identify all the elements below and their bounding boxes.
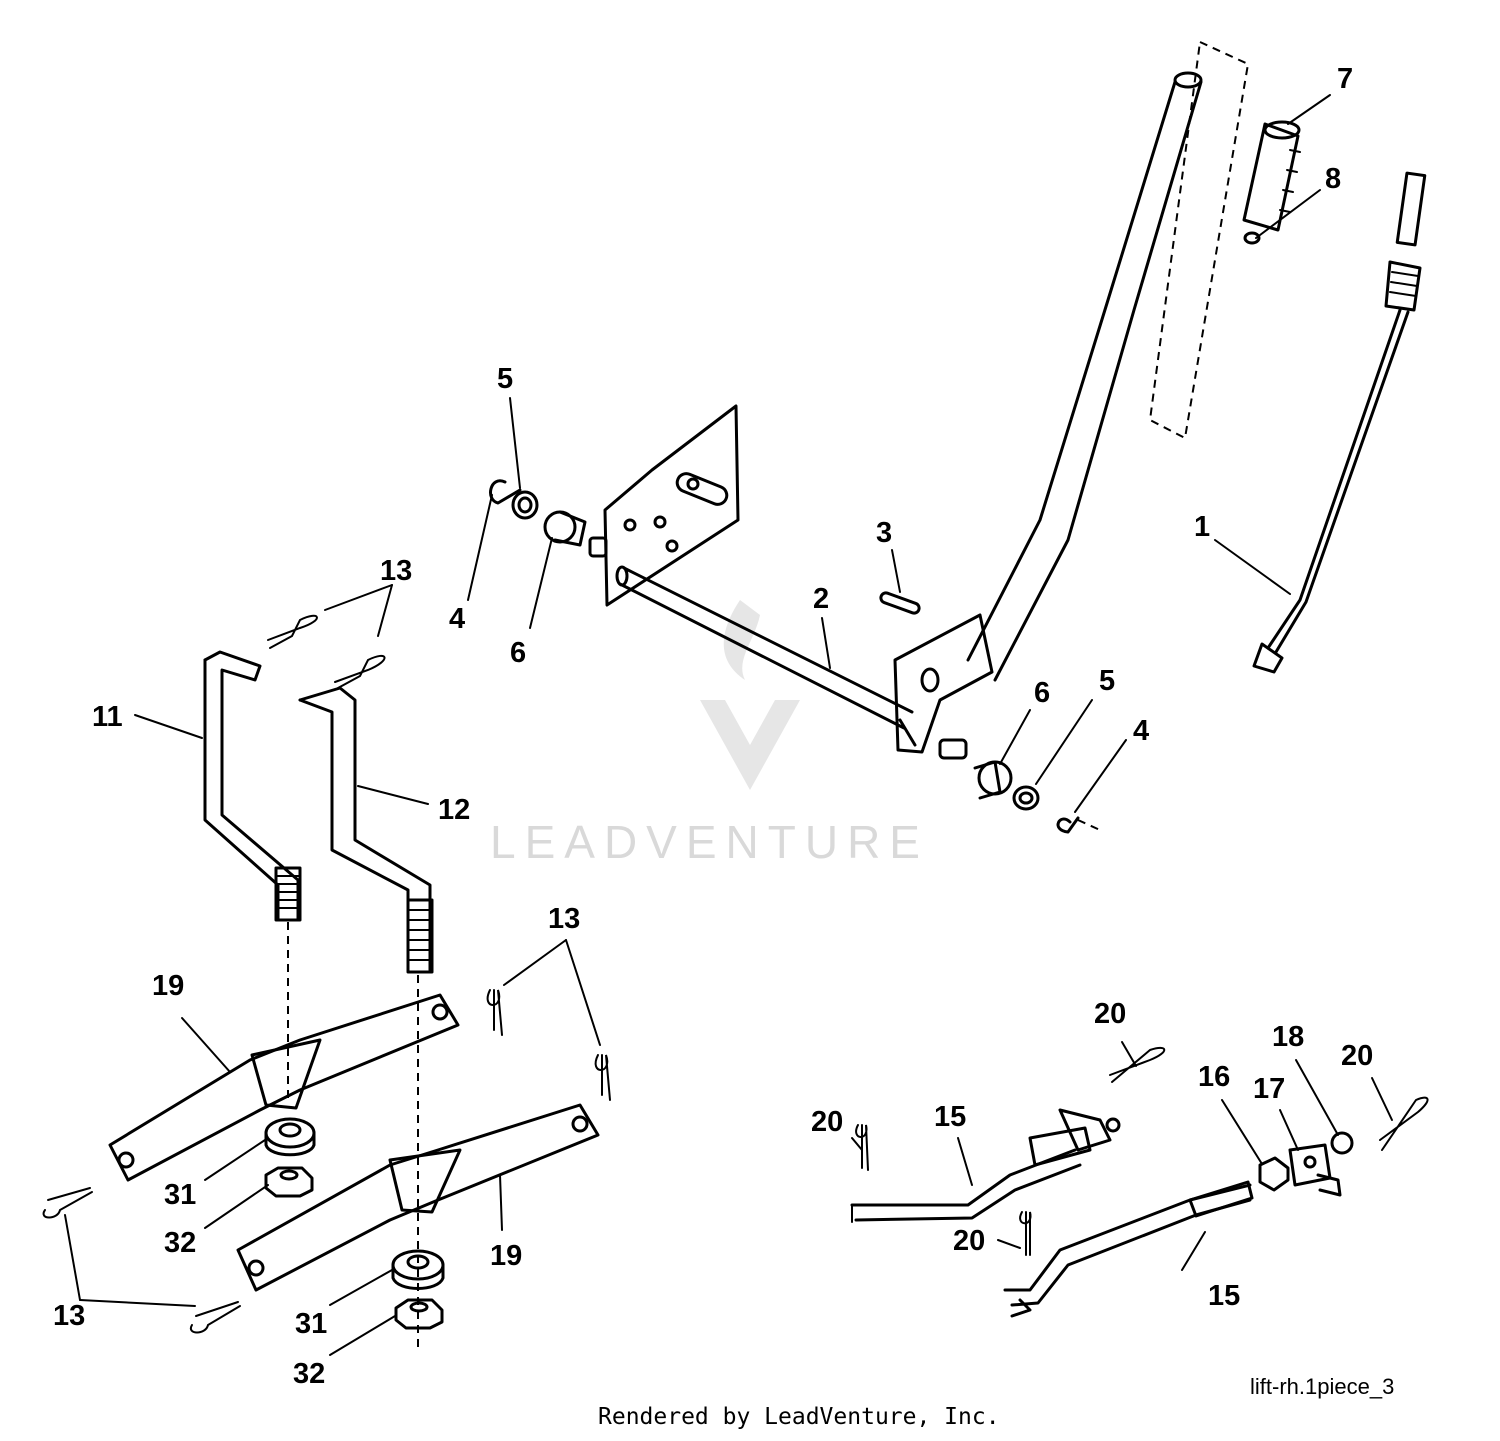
callout-3: 3 [876, 517, 892, 549]
callout-12: 12 [438, 794, 470, 826]
watermark-text: LEADVENTURE [490, 816, 929, 868]
callout-13-bottom: 13 [53, 1300, 85, 1332]
callout-labels: 1 2 3 4 4 5 5 6 6 7 8 11 12 13 13 13 15 … [53, 63, 1373, 1390]
lift-handle [966, 71, 1203, 682]
callout-7: 7 [1337, 63, 1353, 95]
callout-8: 8 [1325, 163, 1341, 195]
callout-32-upper: 32 [164, 1227, 196, 1259]
callout-31-lower: 31 [295, 1308, 327, 1340]
hairpin-clips [42, 614, 611, 1334]
rendered-by-credit: Rendered by LeadVenture, Inc. [598, 1404, 1000, 1430]
callout-20-top: 20 [1094, 998, 1126, 1030]
callout-6-left: 6 [510, 637, 526, 669]
callout-19-lower: 19 [490, 1240, 522, 1272]
callout-13-middle: 13 [548, 903, 580, 935]
left-shaft-hardware [489, 479, 587, 547]
callout-4-left: 4 [449, 603, 465, 635]
callout-5-right: 5 [1099, 665, 1115, 697]
callout-13-top: 13 [380, 555, 412, 587]
callout-17: 17 [1253, 1073, 1285, 1105]
roll-pin [879, 591, 921, 615]
callout-31-upper: 31 [164, 1179, 196, 1211]
callout-2: 2 [813, 583, 829, 615]
watermark: LEADVENTURE [490, 600, 929, 868]
callout-11: 11 [92, 701, 123, 733]
callout-15-upper: 15 [934, 1101, 966, 1133]
callout-6-right: 6 [1034, 677, 1050, 709]
lift-arm-lower [236, 1103, 600, 1292]
callout-1: 1 [1194, 511, 1210, 543]
callout-5-left: 5 [497, 363, 513, 395]
adjust-rod-upper [850, 1108, 1121, 1223]
handle-grip [1148, 40, 1301, 440]
callout-32-lower: 32 [293, 1358, 325, 1390]
callout-20-lower: 20 [953, 1225, 985, 1257]
lift-cable [1252, 171, 1427, 674]
callout-16: 16 [1198, 1061, 1230, 1093]
adjust-hardware [1258, 1131, 1354, 1197]
drawing-id: lift-rh.1piece_3 [1250, 1374, 1395, 1399]
lift-arm-upper [108, 993, 460, 1182]
callout-4-right: 4 [1133, 715, 1149, 747]
callout-18: 18 [1272, 1021, 1304, 1053]
right-shaft-hardware [973, 760, 1101, 834]
callout-20-left: 20 [811, 1106, 843, 1138]
callout-20-right: 20 [1341, 1040, 1373, 1072]
adjust-rod-lower [1003, 1180, 1254, 1318]
lift-shaft [588, 404, 994, 760]
callout-15-lower: 15 [1208, 1280, 1240, 1312]
lift-link-left [203, 650, 302, 1100]
spacer-nut-lower [391, 1249, 445, 1330]
hairpin-clips-rods [855, 1046, 1429, 1256]
leader-lines [64, 94, 1393, 1356]
spacer-nut-upper [264, 1117, 316, 1198]
callout-19-upper: 19 [152, 970, 184, 1002]
